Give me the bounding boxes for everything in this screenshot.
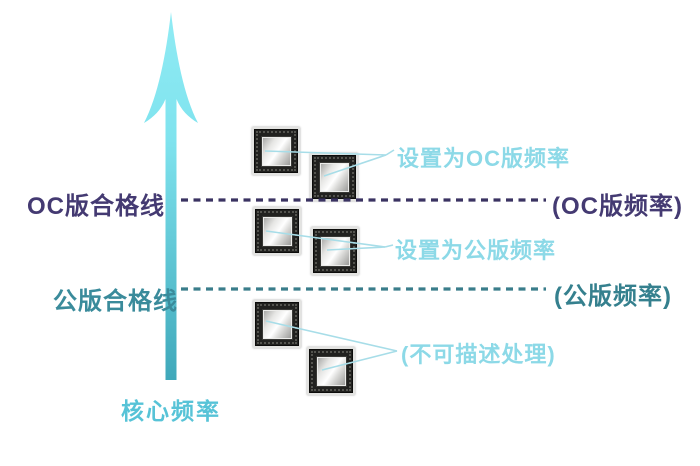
annotation-undescribable-handling: (不可描述处理) [401, 342, 556, 367]
public-threshold-left-label: 公版合格线 [53, 288, 178, 315]
gpu-chip [253, 300, 301, 348]
chip-package [255, 209, 299, 253]
public-threshold-right-label: (公版频率) [554, 283, 672, 310]
chip-die [262, 309, 292, 339]
chip-die [319, 162, 349, 192]
oc-threshold-left-label: OC版合格线 [27, 193, 165, 220]
chip-package [312, 155, 356, 199]
gpu-chip [311, 227, 359, 275]
gpu-chip [307, 347, 355, 395]
connector-line [384, 244, 394, 248]
chip-die [320, 236, 350, 266]
gpu-chip [252, 127, 300, 175]
annotation-set-public-frequency: 设置为公版频率 [395, 238, 557, 263]
chip-die [261, 136, 291, 166]
chip-package [309, 349, 353, 393]
gpu-chip [253, 207, 301, 255]
annotation-set-oc-frequency: 设置为OC版频率 [397, 146, 571, 171]
frequency-axis-label: 核心频率 [121, 398, 221, 424]
connector-line [385, 149, 395, 156]
chip-die [316, 356, 346, 386]
chip-die [262, 216, 292, 246]
chip-package [313, 229, 357, 273]
chip-package [255, 302, 299, 346]
gpu-chip [310, 153, 358, 201]
chip-package [254, 129, 298, 173]
oc-threshold-right-label: (OC版频率) [552, 193, 683, 220]
